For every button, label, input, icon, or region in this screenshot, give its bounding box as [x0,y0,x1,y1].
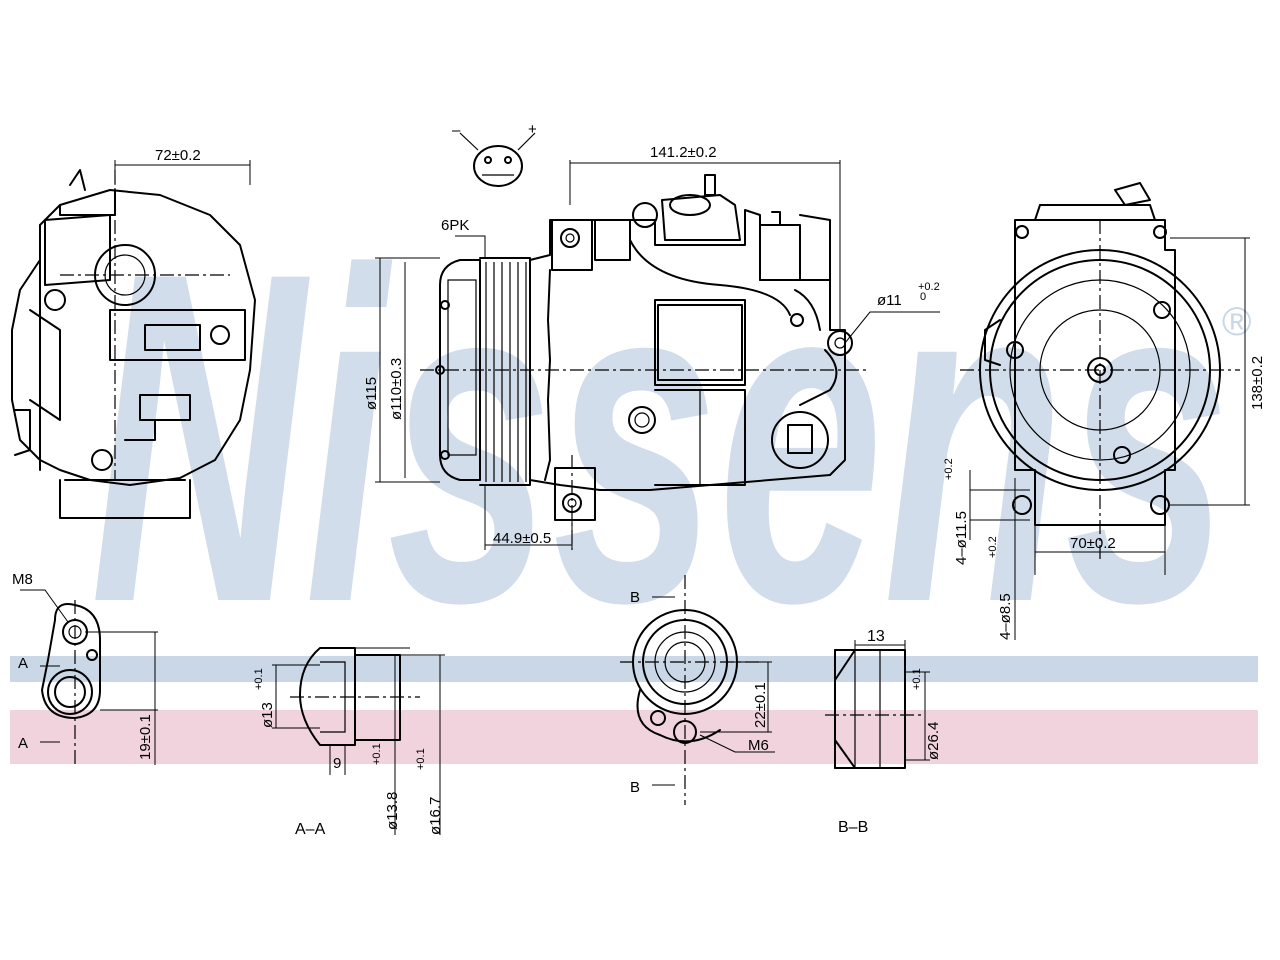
brand-watermark: Nissens [90,175,1230,700]
front-view: 141.2±0.2 6PK ø115 ø110±0.3 ø11 +0.2 0 4… [363,144,940,550]
m8-label: M8 [12,571,33,588]
port-dia-dim: ø11 [877,292,902,309]
pulley-dia-dim: ø115 [363,377,380,410]
m6-label: M6 [748,737,769,754]
section-b-top: B [630,589,640,606]
section-aa-detail: ø13 +0.1 9 ø13.8 +0.1 ø16.7 +0.1 A–A [253,647,445,838]
b-port-detail: B B 22±0.1 M6 [620,575,775,805]
connector-detail: – + [452,121,537,187]
side-view: 72±0.2 [11,147,256,519]
section-a-top: A [18,655,28,672]
rear-hole-a-dim: 4–ø11.5 [953,511,970,565]
mount-offset-dim: 44.9±0.5 [493,530,551,547]
registered-mark: ® [1222,300,1251,344]
connector-minus: – [452,122,461,139]
m8-port-detail: M8 A A 19±0.1 [12,571,158,765]
rear-view: 138±0.2 4–ø11.5 +0.2 4–ø8.5 +0.2 70±0.2 [943,182,1266,640]
belt-profile-label: 6PK [441,217,469,234]
rear-hole-a-tol: +0.2 [943,458,955,480]
width-13-dim: 13 [867,628,885,645]
section-a-bottom: A [18,735,28,752]
height-19-dim: 19±0.1 [137,714,154,760]
dia-13-dim: ø13 [259,702,276,728]
rear-hole-b-tol: +0.2 [987,536,999,558]
height-22-dim: 22±0.1 [752,682,769,728]
port-dia-tol-zero: 0 [920,291,926,303]
section-bb-detail: 13 ø26.4 +0.1 B–B [825,628,942,836]
pulley-dia-tol-dim: ø110±0.3 [388,358,405,420]
section-b-bottom: B [630,779,640,796]
connector-plus: + [528,121,537,138]
dia-26-4-tol: +0.1 [911,668,923,690]
section-aa-label: A–A [295,821,326,838]
port-dia-tol: +0.2 [918,281,940,293]
dia-16-7-dim: ø16.7 [427,797,444,835]
dia-13-tol: +0.1 [253,668,265,690]
pink-stripe [10,710,1258,764]
dia-13-8-dim: ø13.8 [384,792,401,830]
depth-9-dim: 9 [333,755,341,772]
dia-26-4-dim: ø26.4 [925,722,942,760]
side-width-dim: 72±0.2 [155,147,201,164]
rear-hole-b-dim: 4–ø8.5 [997,593,1014,640]
rear-height-dim: 138±0.2 [1249,356,1266,410]
dia-16-7-tol: +0.1 [415,748,427,770]
body-length-dim: 141.2±0.2 [650,144,717,161]
dia-13-8-tol: +0.1 [371,743,383,765]
section-bb-label: B–B [838,819,868,836]
rear-width-dim: 70±0.2 [1070,535,1116,552]
